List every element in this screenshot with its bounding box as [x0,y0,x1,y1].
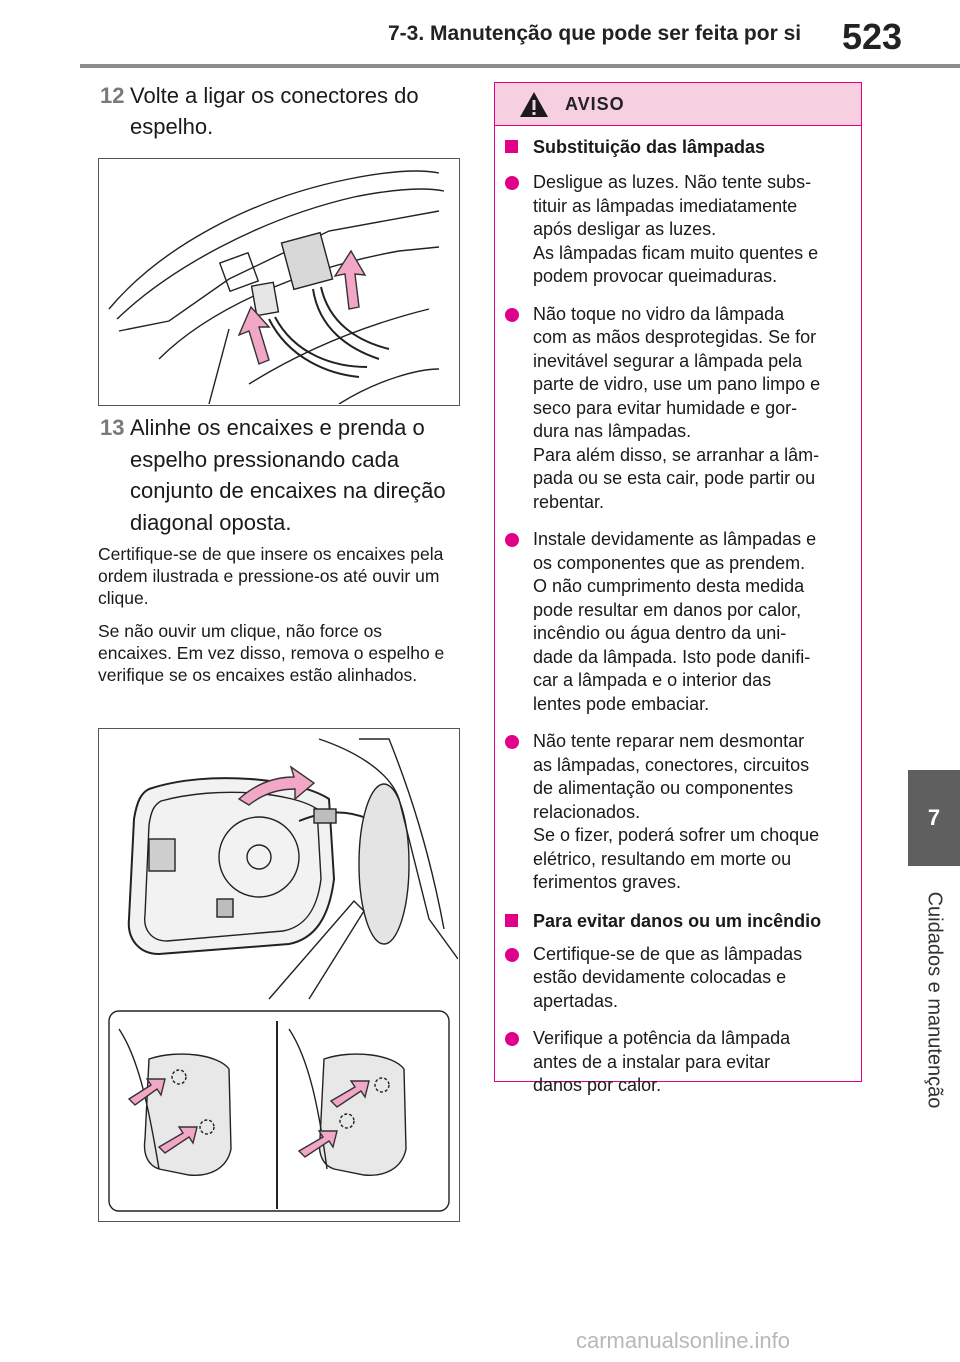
figure-mirror-clips [98,728,460,1222]
warning-section-heading: Substituição das lâmpadas [503,135,849,159]
step-12: 12 Volte a ligar os conectores do espelh… [100,80,460,142]
warning-triangle-icon [520,91,548,117]
bullet-dot-icon [505,307,519,322]
warning-bullet: Não tente reparar nem desmontar as lâmpa… [503,730,851,895]
warning-box: AVISO Substituição das lâmpadas Desligue… [494,82,862,1095]
warning-bullet: Desligue as luzes. Não tente subs- titui… [503,171,851,289]
header-rule [80,64,960,68]
square-bullet-icon [505,913,518,927]
warning-bullet: Certifique-se de que as lâmpadas estão d… [503,943,851,1014]
step-13: 13 Alinhe os encaixes e prenda o espelho… [100,412,460,538]
square-bullet-icon [505,140,518,153]
bullet-dot-icon [505,533,519,547]
chapter-label: Cuidados e manutenção [923,891,946,1109]
watermark: carmanualsonline.info [576,1328,791,1353]
section-header-title: 7-3. Manutenção que pode ser feita por s… [388,22,802,45]
chapter-tab[interactable]: 7 [908,770,960,866]
step-number: 12 [100,83,125,108]
page-number: 523 [842,16,903,57]
warning-bullet: Instale devidamente as lâmpadas e os com… [503,528,851,716]
paragraph-clip-order: Certifique-se de que insere os encaixes … [98,544,444,608]
warning-bullet: Verifique a potência da lâmpada antes de… [503,1027,851,1098]
figure-mirror-connectors [98,158,460,406]
paragraph-no-click: Se não ouvir um clique, não force os enc… [98,621,445,685]
step-text: Volte a ligar os conectores do espelho. [130,83,419,139]
step-text: Alinhe os encaixes e prenda o espelho pr… [130,415,446,535]
warning-header: AVISO [495,83,861,126]
bullet-dot-icon [505,176,519,190]
warning-section-heading: Para evitar danos ou um incêndio [503,909,849,933]
warning-title: AVISO [565,93,625,114]
step-number: 13 [100,415,125,440]
bullet-dot-icon [505,735,519,749]
bullet-dot-icon [505,947,519,962]
bullet-dot-icon [505,1032,519,1046]
warning-bullet: Não toque no vidro da lâmpada com as mão… [503,303,851,515]
